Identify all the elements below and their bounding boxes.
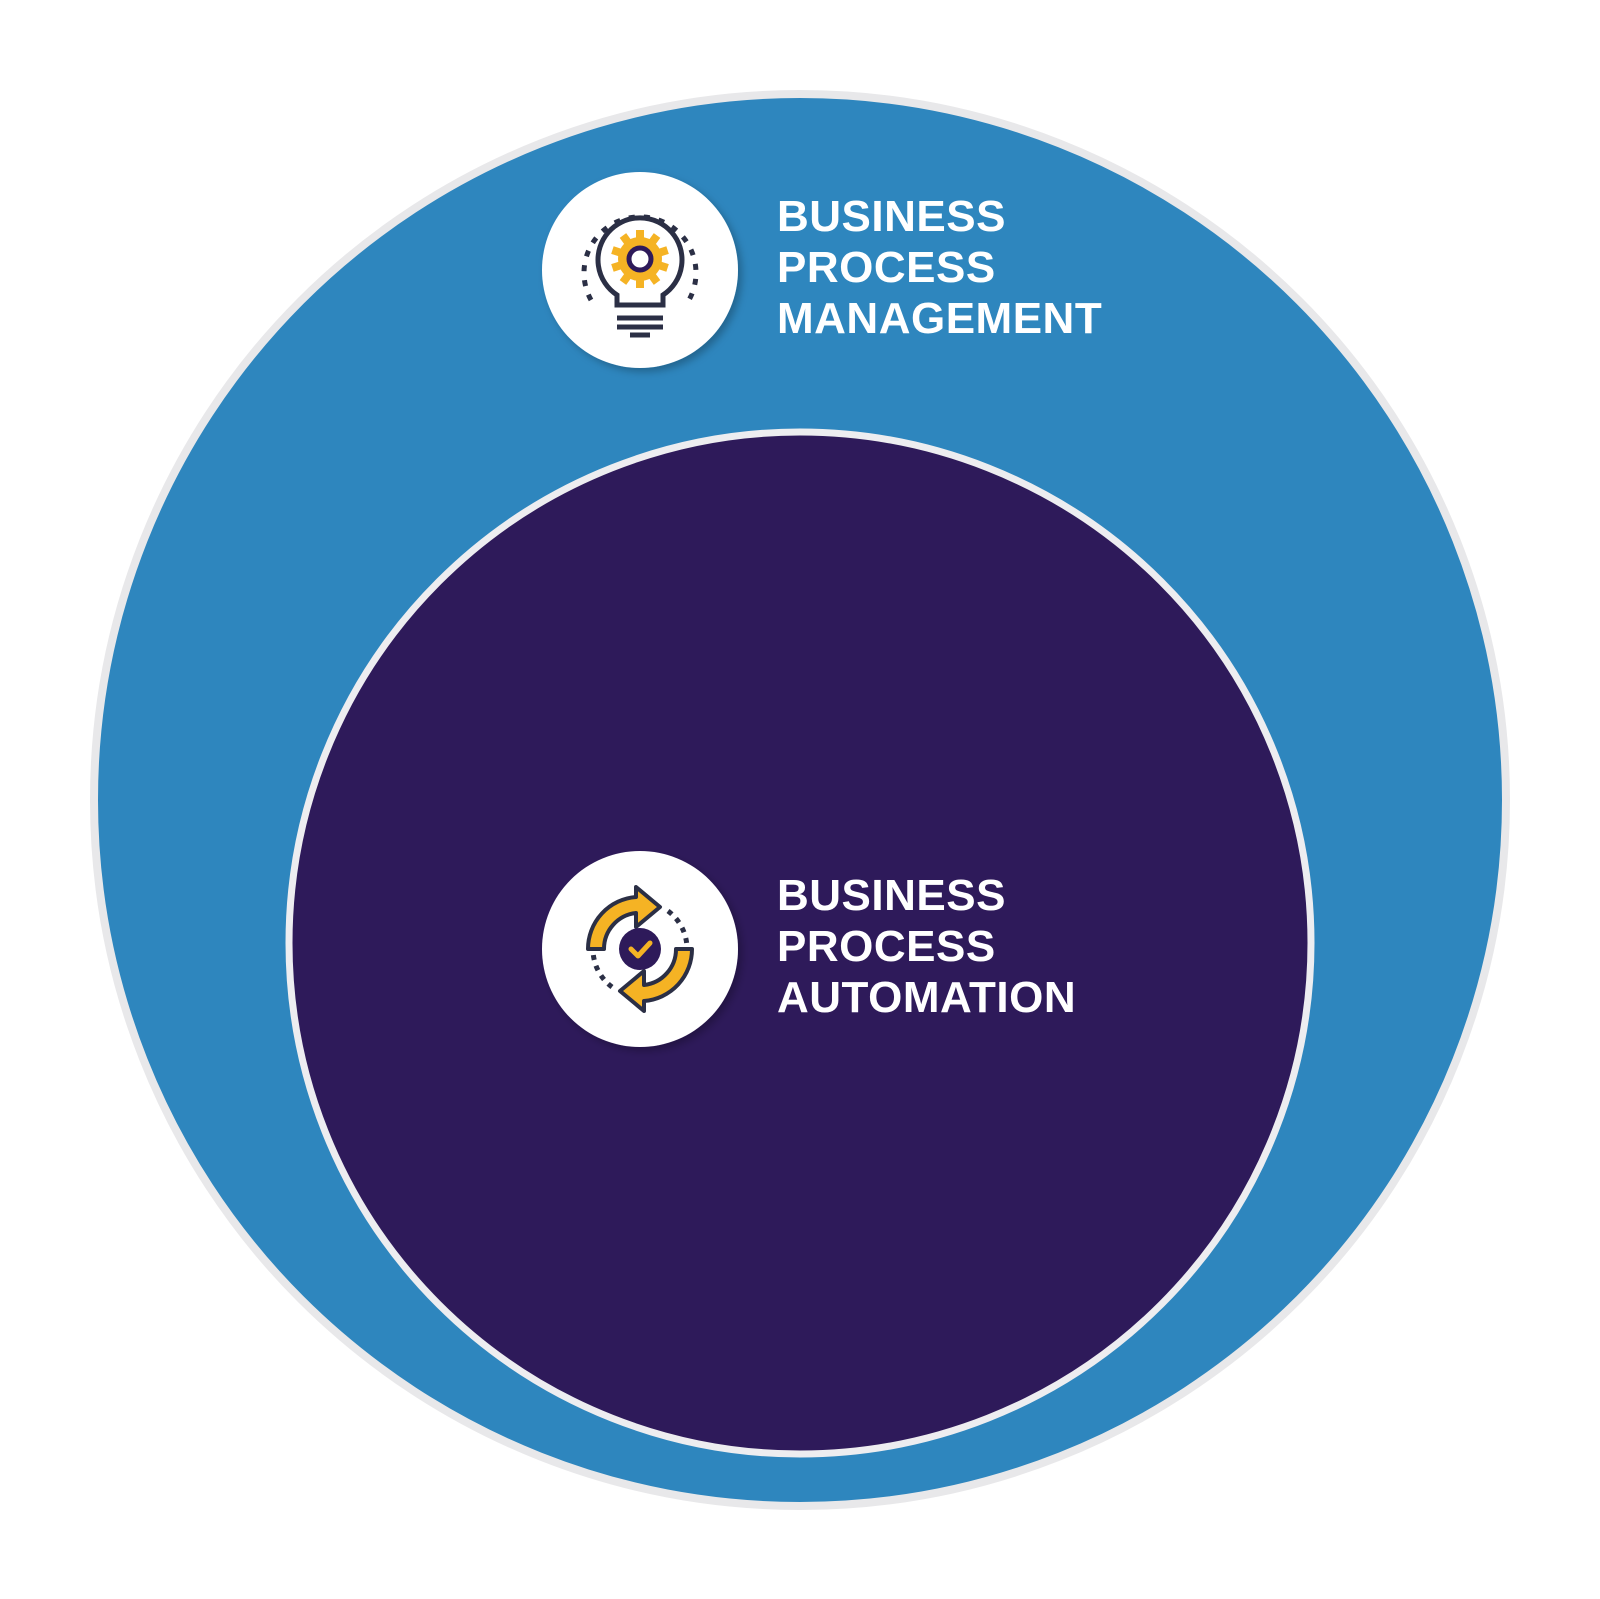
bpm-line-2: PROCESS <box>777 243 996 292</box>
inner-circle <box>285 428 1315 1458</box>
lightbulb-gear-icon <box>542 172 738 368</box>
bpa-line-2: PROCESS <box>777 922 996 971</box>
bpm-line-1: BUSINESS <box>777 192 1006 241</box>
bpa-label: BUSINESS PROCESS AUTOMATION <box>777 870 1076 1023</box>
bpa-line-3: AUTOMATION <box>777 973 1077 1022</box>
bpa-line-1: BUSINESS <box>777 871 1006 920</box>
sync-check-icon <box>542 851 738 1047</box>
bpm-label: BUSINESS PROCESS MANAGEMENT <box>777 191 1102 344</box>
bpm-line-3: MANAGEMENT <box>777 294 1103 343</box>
